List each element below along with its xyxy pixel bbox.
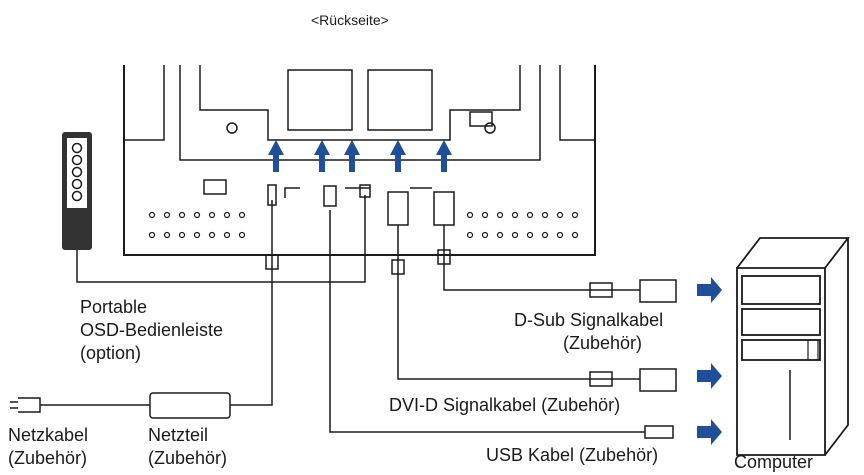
vent-holes [148,211,579,239]
port-arrows [268,140,452,172]
osd-control-panel [62,132,92,250]
arrow-right-icon [697,419,722,445]
dsub-cable-label-line1: D-Sub Signalkabel [514,310,664,330]
computer-label: Computer [734,452,814,472]
power-cord-label-line1: Netzkabel [8,425,89,445]
arrow-up-icon [436,140,452,172]
power-cord-label-line2: (Zubehör) [8,448,88,468]
arrow-right-icon [697,277,722,303]
power-adapter-label-line2: (Zubehör) [148,448,228,468]
osd-panel-label-line1: Portable [80,297,148,317]
computer-arrows [697,277,722,445]
osd-panel-label-line2: OSD-Bedienleiste [80,320,224,340]
page-title: <Rückseite> [311,12,389,28]
cables [10,184,677,439]
osd-panel-label-line3: (option) [80,343,142,363]
arrow-up-icon [268,140,284,172]
power-adapter-label-line1: Netzteil [148,425,209,445]
dsub-cable-label-line2: (Zubehör) [563,333,643,353]
dvid-cable-label: DVI-D Signalkabel (Zubehör) [389,395,621,415]
arrow-right-icon [697,363,722,389]
usb-cable-label: USB Kabel (Zubehör) [486,445,659,465]
arrow-up-icon [314,140,330,172]
arrow-up-icon [344,140,360,172]
arrow-up-icon [390,140,406,172]
computer-tower [736,237,850,456]
monitor-rear [123,65,596,256]
